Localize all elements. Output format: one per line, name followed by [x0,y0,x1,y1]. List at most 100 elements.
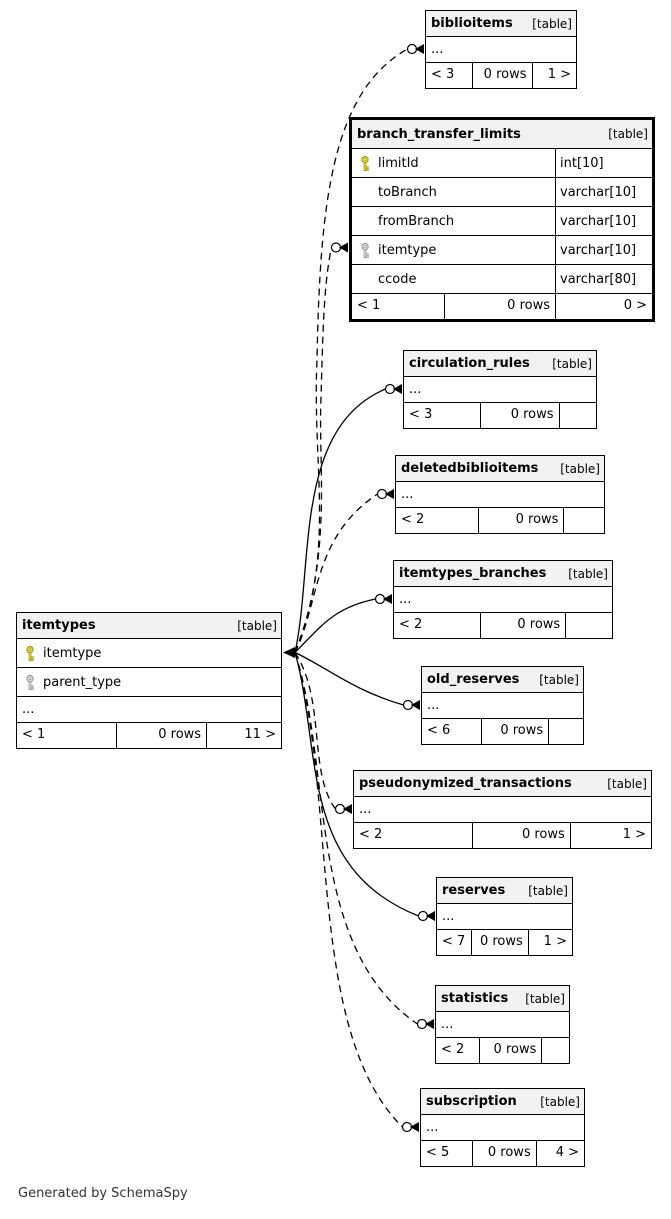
table-name: biblioitems [431,16,513,31]
ellipsis-row: ... [421,1115,584,1141]
ellipsis-row: ... [354,797,651,823]
table-tag: [table] [560,461,600,476]
table-header: pseudonymized_transactions[table] [354,771,651,797]
crow-foot-arrow-icon [411,700,420,710]
table-name: circulation_rules [409,356,530,371]
table-node-itemtypes[interactable]: itemtypes[table] itemtype parent_type... < … [16,612,282,749]
row-count: 0 rows [473,1141,537,1166]
ellipsis-label: ... [409,382,422,397]
relationship-edge-branch_transfer_limits [294,247,333,653]
ellipsis-label: ... [441,1017,454,1032]
ellipsis-label: ... [426,1120,439,1135]
ellipsis-row: ... [394,587,612,613]
children-count: < 7 [437,930,473,955]
ellipsis-row: ... [437,904,572,930]
table-tag: [table] [539,672,579,687]
column-name: limitId [378,155,419,171]
relationship-edge-reserves [294,652,419,917]
parents-count [560,403,596,428]
column-type: varchar[80] [555,265,652,293]
column-name: toBranch [378,184,437,200]
table-header: statistics[table] [436,986,569,1012]
crow-foot-arrow-icon [426,911,435,921]
table-tag: [table] [528,883,568,898]
parent-arrowhead-icon [283,647,295,658]
children-count: < 3 [426,63,473,88]
ellipsis-label: ... [359,802,372,817]
ellipsis-label: ... [427,698,440,713]
primary-key-icon [17,645,43,662]
relationship-edge-circulation_rules [294,388,386,653]
table-tag: [table] [568,566,608,581]
table-header: itemtypes_branches[table] [394,561,612,587]
crow-foot-arrow-icon [425,1019,434,1029]
table-name: statistics [441,991,509,1006]
table-header: biblioitems[table] [426,11,576,37]
row-count: 0 rows [117,723,208,748]
row-count: 0 rows [482,719,550,744]
ellipsis-label: ... [22,702,35,717]
table-header: itemtypes[table] [17,613,281,639]
column-row-parent_type: parent_type [17,668,281,697]
parents-count: 4 > [555,1145,579,1160]
table-name: branch_transfer_limits [357,126,521,142]
table-header: branch_transfer_limits[table] [352,120,652,149]
foreign-key-icon [17,674,43,691]
relationship-edge-statistics [294,652,418,1025]
ellipsis-row: ... [396,482,604,508]
children-count: < 2 [394,613,482,638]
ellipsis-row: ... [404,377,596,403]
relationship-edge-pseudonymized_transactions [294,652,337,810]
children-count: < 1 [352,294,445,319]
column-type: varchar[10] [555,236,652,264]
column-type: varchar[10] [555,207,652,235]
crow-foot-arrow-icon [385,489,394,499]
relationship-edge-deletedbiblioitems [294,493,378,653]
children-count: < 6 [422,719,482,744]
crow-foot-arrow-icon [383,594,392,604]
children-count: < 2 [396,508,480,533]
table-header: circulation_rules[table] [404,351,596,377]
table-name: deletedbiblioitems [401,461,539,476]
crow-foot-arrow-icon [339,242,348,253]
row-count: 0 rows [473,823,571,848]
column-name: itemtype [43,645,102,661]
ellipsis-row: ... [422,693,583,719]
table-name: reserves [442,883,506,898]
parents-count [542,1038,569,1063]
row-count: 0 rows [472,930,529,955]
column-row-itemtype: itemtype [17,639,281,668]
row-count: 0 rows [445,294,556,319]
ellipsis-row: ... [17,697,281,723]
parents-count: 1 > [543,934,567,949]
parents-count: 1 > [547,67,571,82]
crow-foot-arrow-icon [415,44,424,54]
relationship-edge-old_reserves [294,651,404,706]
row-count: 0 rows [481,613,567,638]
ellipsis-row: ... [426,37,576,63]
ellipsis-label: ... [442,909,455,924]
parents-count: 0 > [623,298,647,313]
